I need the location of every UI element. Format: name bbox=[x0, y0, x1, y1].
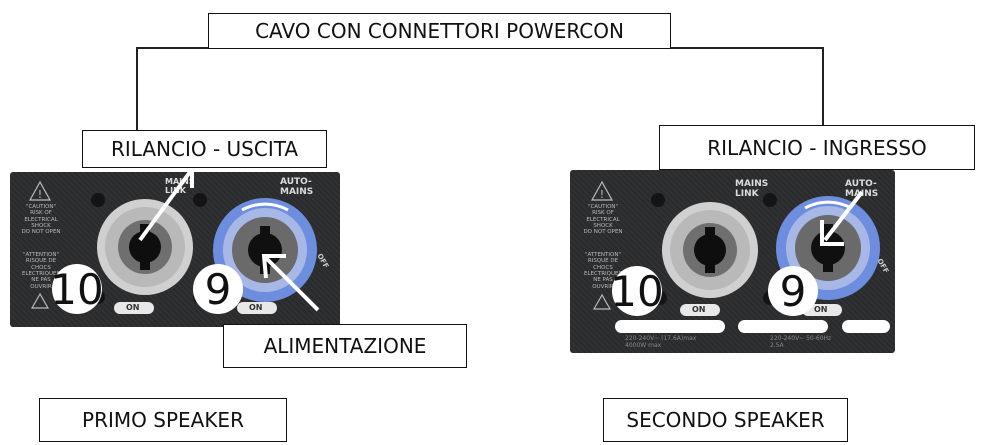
connector-number-9: 9 bbox=[768, 266, 818, 316]
warning-triangle-icon-bottom bbox=[30, 292, 50, 309]
auto-mains-label: AUTO- MAINS bbox=[280, 177, 314, 197]
spec-text-right: 220-240V~ 50-60Hz 2.5A bbox=[770, 335, 832, 349]
cable-line-right bbox=[822, 47, 824, 125]
cable-title: CAVO CON CONNETTORI POWERCON bbox=[208, 13, 671, 49]
label-primo-speaker: PRIMO SPEAKER bbox=[39, 398, 287, 442]
label-secondo-speaker: SECONDO SPEAKER bbox=[603, 398, 848, 442]
on-label: ON bbox=[126, 303, 140, 312]
link-connector bbox=[97, 199, 193, 295]
on-label-right: ON bbox=[814, 305, 828, 314]
attention-text: "ATTENTION" RISQUE DE CHOCS ELECTRIQUES … bbox=[22, 252, 60, 290]
svg-text:!: ! bbox=[38, 188, 42, 201]
warning-triangle-icon bbox=[590, 180, 614, 201]
warning-triangle-icon-bottom bbox=[592, 293, 612, 310]
first-speaker-panel: ! "CAUTION" RISK OF ELECTRICA bbox=[10, 172, 340, 327]
spec-label-strip bbox=[738, 320, 828, 333]
on-tag bbox=[114, 302, 154, 314]
spec-text-left: 220-240V~ (17.6A)max 4000W max bbox=[625, 335, 697, 349]
caution-text: "CAUTION" RISK OF ELECTRICAL SHOCK DO NO… bbox=[21, 204, 61, 236]
on-label-right: ON bbox=[249, 303, 263, 312]
on-tag bbox=[680, 304, 720, 316]
connector-number-9: 9 bbox=[193, 264, 243, 314]
caution-text: "CAUTION" RISK OF ELECTRICAL SHOCK DO NO… bbox=[583, 204, 623, 236]
warning-triangle-icon bbox=[28, 180, 52, 201]
screw-hole bbox=[91, 193, 105, 207]
screw-hole bbox=[651, 193, 665, 207]
spec-label-strip bbox=[842, 320, 890, 333]
connector-number-10: 10 bbox=[50, 264, 104, 314]
second-speaker-panel: ! "CAUTION" RISK OF ELECTRICAL SHOCK DO … bbox=[570, 170, 895, 353]
screw-hole bbox=[763, 193, 777, 207]
mains-link-label: MAINS LINK bbox=[165, 177, 195, 195]
spec-label-strip bbox=[615, 320, 725, 333]
callout-alimentazione: ALIMENTAZIONE bbox=[223, 324, 467, 368]
cable-line-left bbox=[136, 47, 138, 130]
auto-mains-label: AUTO- MAINS bbox=[845, 179, 879, 199]
attention-text: "ATTENTION" RISQUE DE CHOCS ELECTRIQUES … bbox=[584, 252, 622, 290]
callout-uscita: RILANCIO - USCITA bbox=[82, 130, 327, 168]
svg-text:!: ! bbox=[600, 188, 604, 201]
callout-ingresso: RILANCIO - INGRESSO bbox=[659, 125, 975, 170]
connector-number-10: 10 bbox=[610, 266, 664, 316]
mains-link-label: MAINS LINK bbox=[735, 179, 769, 199]
on-label: ON bbox=[692, 305, 706, 314]
link-connector bbox=[662, 202, 758, 298]
screw-hole bbox=[193, 193, 207, 207]
